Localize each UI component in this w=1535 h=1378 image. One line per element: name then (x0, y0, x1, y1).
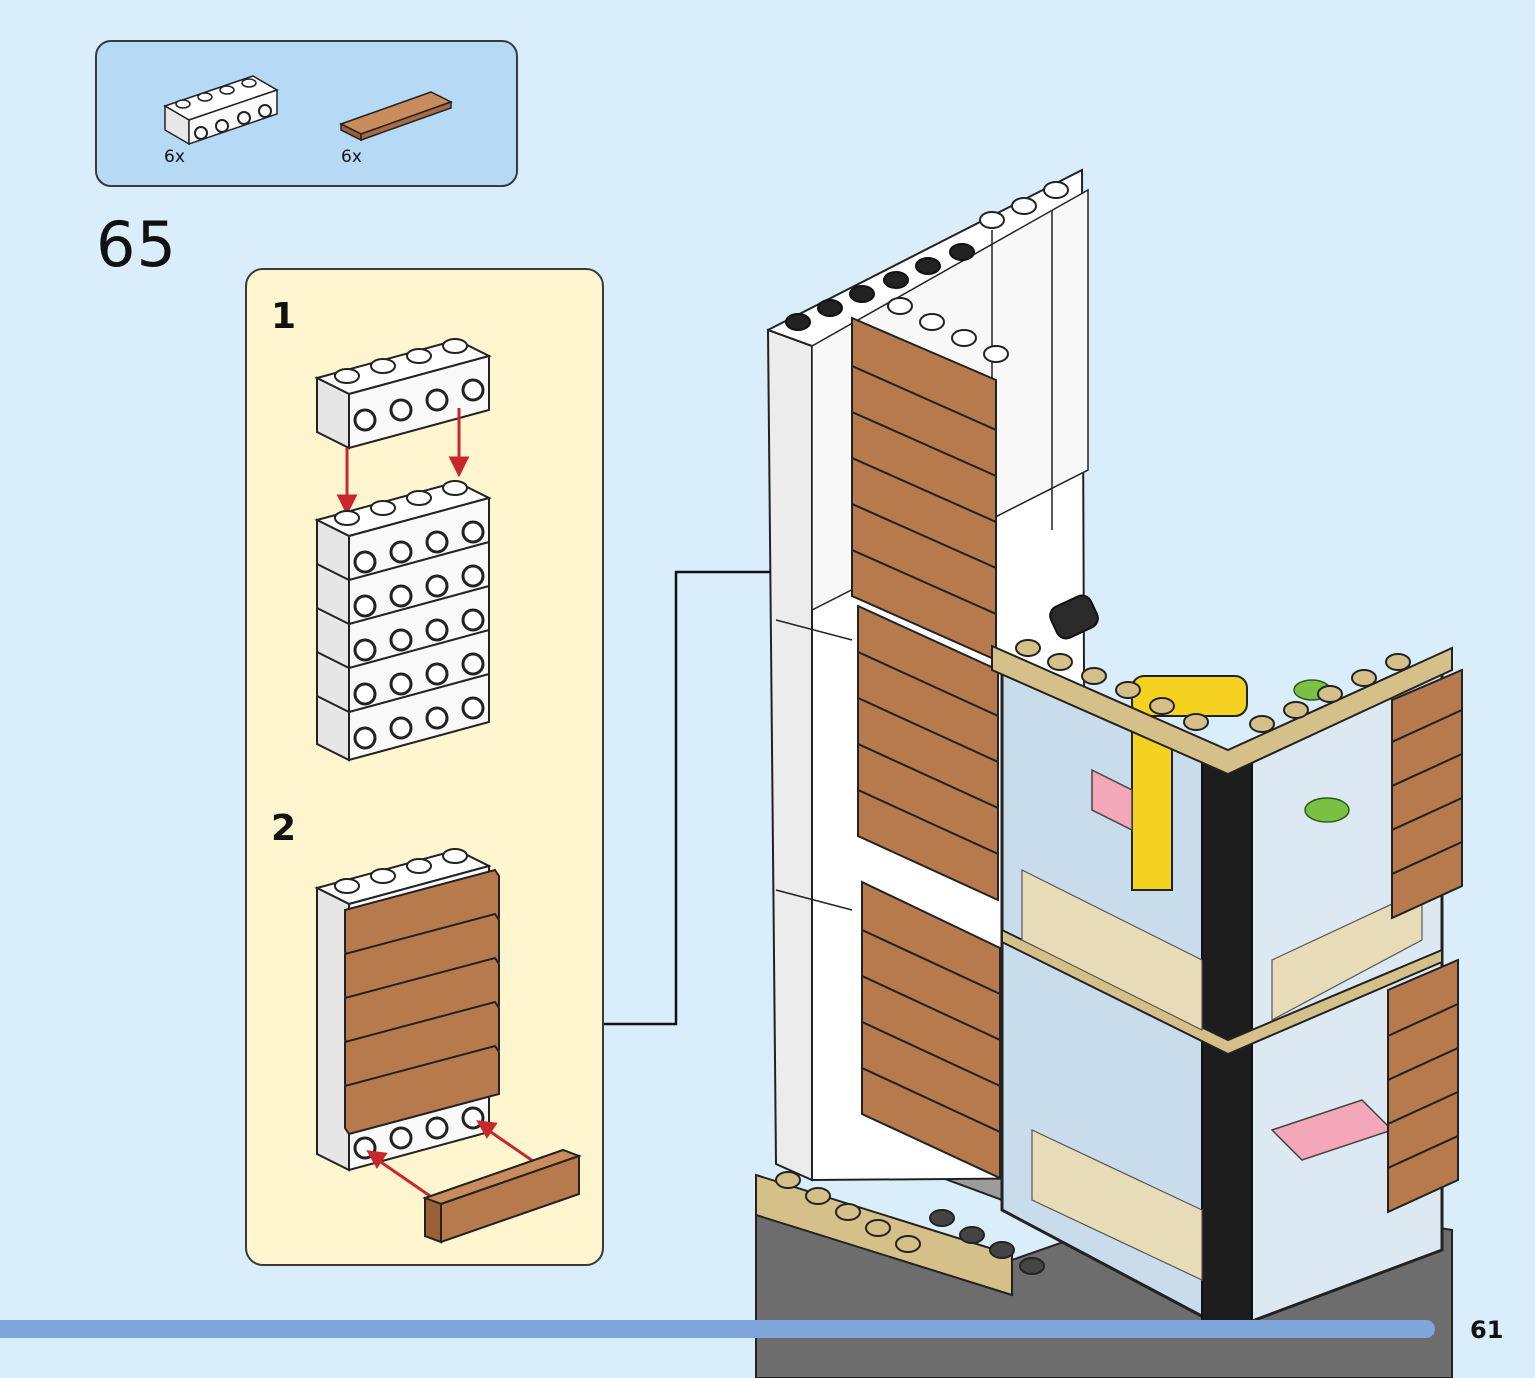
substep-2-illustration (314, 848, 582, 1244)
substep-panel: 1 2 (245, 268, 604, 1266)
brown-tile-icon (339, 91, 453, 142)
substep-1-illustration (314, 338, 492, 762)
part-quantity: 6x (164, 147, 185, 167)
substep-label-2: 2 (271, 808, 297, 849)
step-number: 65 (96, 208, 177, 281)
white-brick-side-studs-icon (163, 75, 279, 146)
parts-list-box: 6x 6x (95, 40, 518, 187)
building-model-illustration (755, 168, 1463, 1378)
page-footer-bar (0, 1320, 1435, 1338)
substep-label-1: 1 (271, 296, 297, 337)
part-quantity: 6x (341, 147, 362, 167)
page-number: 61 (1470, 1316, 1504, 1344)
